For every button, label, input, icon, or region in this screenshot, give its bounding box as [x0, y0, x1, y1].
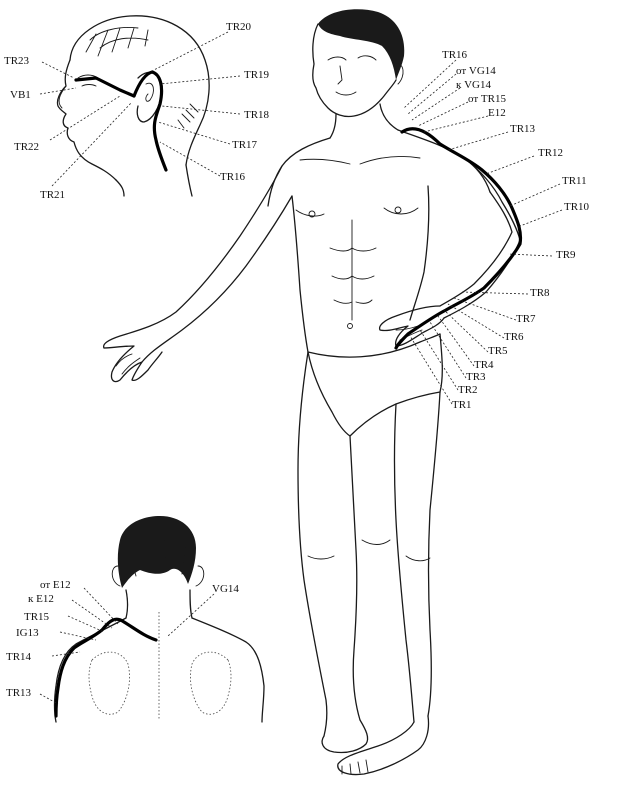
label-ot-e12: от E12: [40, 579, 71, 591]
label-vb1: VB1: [10, 89, 31, 101]
back-leaders: [39, 587, 215, 705]
label-tr12: TR12: [538, 147, 563, 159]
label-tr10: TR10: [564, 201, 590, 213]
back-view: [53, 516, 265, 723]
label-tr16-body: TR16: [442, 49, 468, 61]
head-leaders: [39, 31, 241, 187]
label-tr17: TR17: [232, 139, 258, 151]
label-tr13-back: TR13: [6, 687, 32, 699]
label-tr2: TR2: [458, 384, 478, 396]
label-tr23: TR23: [4, 55, 30, 67]
body-leaders: [403, 59, 563, 405]
label-tr8: TR8: [530, 287, 550, 299]
label-tr5: TR5: [488, 345, 508, 357]
label-ig13: IG13: [16, 627, 39, 639]
label-tr7: TR7: [516, 313, 536, 325]
label-tr21: TR21: [40, 189, 65, 201]
label-tr11: TR11: [562, 175, 587, 187]
head-profile: [56, 15, 210, 197]
label-ot-tr15: от TR15: [468, 93, 506, 105]
label-k-e12: к E12: [28, 593, 54, 605]
label-tr22: TR22: [14, 141, 39, 153]
label-tr9: TR9: [556, 249, 576, 261]
label-tr3: TR3: [466, 371, 486, 383]
label-vg14: VG14: [212, 583, 239, 595]
label-e12: E12: [488, 107, 506, 119]
label-tr18: TR18: [244, 109, 270, 121]
label-tr6: TR6: [504, 331, 524, 343]
label-tr16-head: TR16: [220, 171, 246, 183]
label-tr20: TR20: [226, 21, 252, 33]
body-front: [102, 9, 523, 776]
label-ot-vg14: от VG14: [456, 65, 496, 77]
label-tr13-body: TR13: [510, 123, 536, 135]
label-tr19: TR19: [244, 69, 270, 81]
label-tr15: TR15: [24, 611, 50, 623]
label-k-vg14: к VG14: [456, 79, 491, 91]
label-tr4: TR4: [474, 359, 494, 371]
label-tr1: TR1: [452, 399, 472, 411]
label-tr14: TR14: [6, 651, 32, 663]
